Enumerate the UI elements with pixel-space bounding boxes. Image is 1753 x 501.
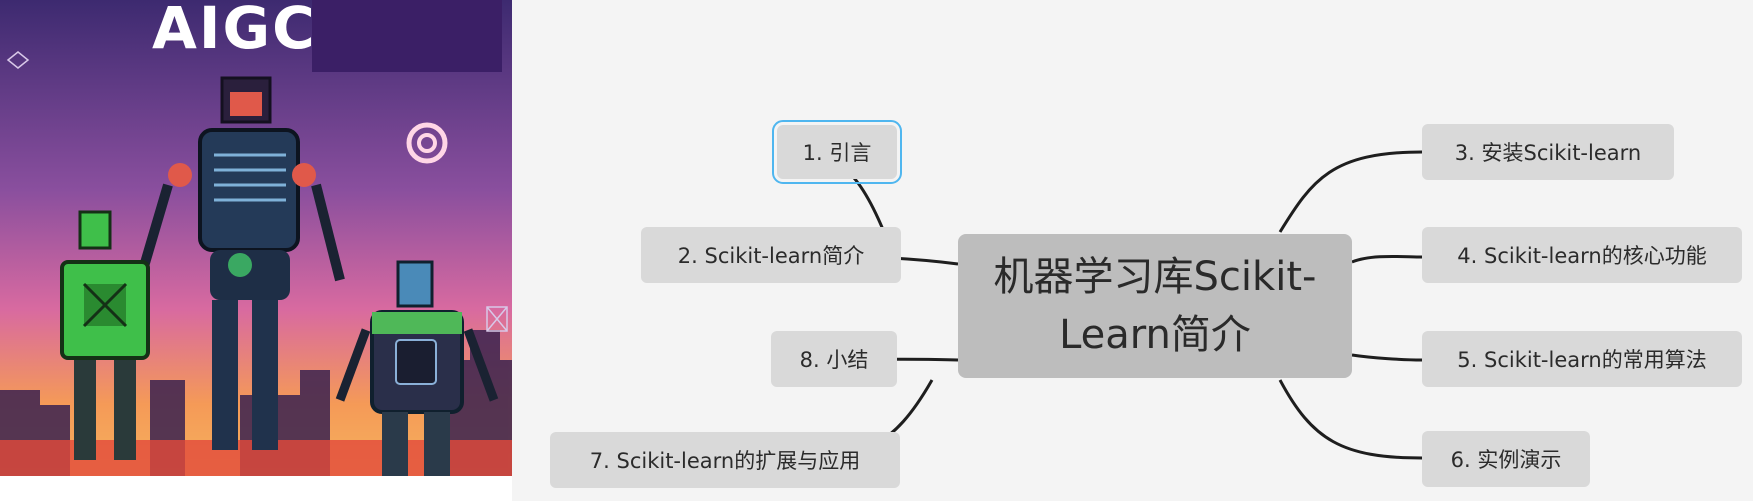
- connector-5: [1351, 353, 1423, 362]
- topic-scikit-learn-overview[interactable]: 2. Scikit-learn简介: [641, 227, 901, 283]
- aigc-illustration: AIGC: [0, 0, 512, 476]
- topic-install[interactable]: 3. 安装Scikit-learn: [1422, 124, 1674, 180]
- brand-text: AIGC: [152, 0, 317, 62]
- central-topic[interactable]: 机器学习库Scikit-Learn简介: [958, 234, 1352, 378]
- topic-core-features[interactable]: 4. Scikit-learn的核心功能: [1422, 227, 1742, 283]
- mind-map: 机器学习库Scikit-Learn简介 1. 引言 2. Scikit-lear…: [512, 0, 1753, 501]
- connector-6: [1278, 379, 1423, 460]
- topic-examples[interactable]: 6. 实例演示: [1422, 431, 1590, 487]
- connector-3: [1278, 150, 1423, 233]
- topic-common-algorithms[interactable]: 5. Scikit-learn的常用算法: [1422, 331, 1742, 387]
- topic-summary[interactable]: 8. 小结: [771, 331, 897, 387]
- connector-4: [1351, 254, 1423, 264]
- robots-city-illustration: [0, 0, 512, 476]
- topic-extensions-applications[interactable]: 7. Scikit-learn的扩展与应用: [550, 432, 900, 488]
- topic-introduction[interactable]: 1. 引言: [772, 120, 902, 184]
